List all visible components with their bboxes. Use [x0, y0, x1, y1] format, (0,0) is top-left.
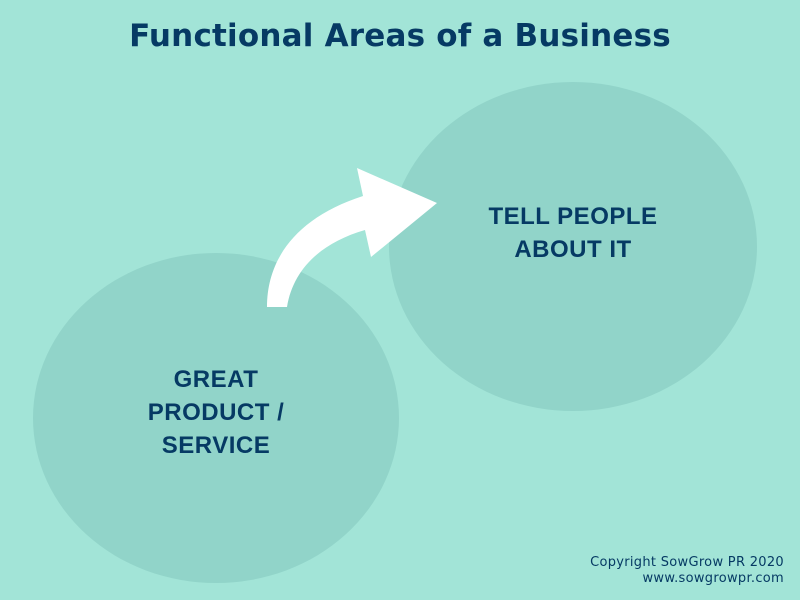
tell-people-circle: TELL PEOPLE ABOUT IT: [389, 82, 757, 411]
great-product-label: GREAT PRODUCT / SERVICE: [33, 363, 399, 462]
page-title: Functional Areas of a Business: [129, 18, 671, 54]
website-text: www.sowgrowpr.com: [642, 571, 784, 586]
tell-people-label-line: TELL PEOPLE: [488, 203, 658, 230]
tell-people-label: TELL PEOPLE ABOUT IT: [389, 200, 757, 266]
great-product-label-line: PRODUCT /: [147, 399, 285, 426]
great-product-label-line: SERVICE: [161, 432, 271, 459]
tell-people-label-line: ABOUT IT: [514, 236, 632, 263]
great-product-label-line: GREAT: [173, 366, 259, 393]
footer: Copyright SowGrow PR 2020 www.sowgrowpr.…: [590, 555, 784, 587]
great-product-circle: GREAT PRODUCT / SERVICE: [33, 253, 399, 583]
copyright-text: Copyright SowGrow PR 2020: [590, 555, 784, 570]
